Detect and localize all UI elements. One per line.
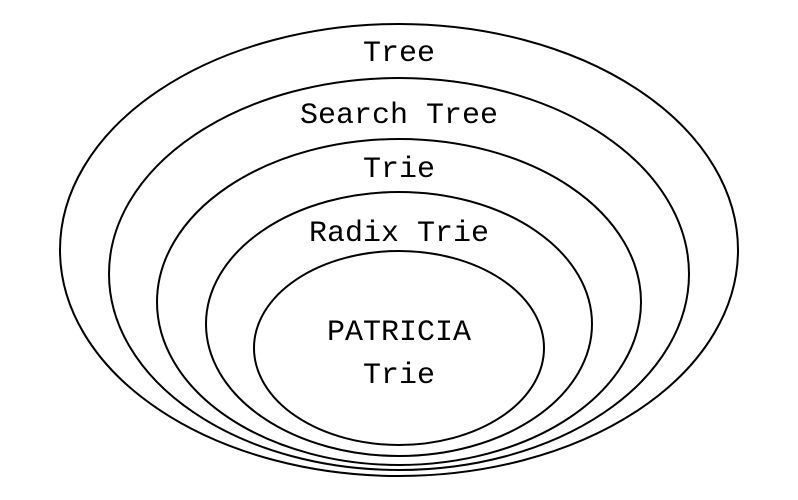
level-patricia-trie: PATRICIA Trie	[253, 250, 545, 446]
patricia-trie-label-line2: Trie	[363, 359, 435, 393]
radix-trie-label: Radix Trie	[309, 217, 489, 251]
trie-ellipse	[156, 138, 642, 466]
patricia-trie-ellipse	[253, 250, 545, 446]
tree-label: Tree	[363, 37, 435, 71]
search-tree-label: Search Tree	[300, 99, 498, 133]
level-radix-trie: Radix Trie	[205, 191, 593, 457]
tree-ellipse	[59, 23, 739, 477]
trie-label: Trie	[363, 153, 435, 187]
level-tree: Tree	[59, 23, 739, 477]
search-tree-ellipse	[108, 77, 690, 471]
radix-trie-ellipse	[205, 191, 593, 457]
level-trie: Trie	[156, 138, 642, 466]
patricia-trie-label-line1: PATRICIA	[327, 316, 471, 350]
level-search-tree: Search Tree	[108, 77, 690, 471]
